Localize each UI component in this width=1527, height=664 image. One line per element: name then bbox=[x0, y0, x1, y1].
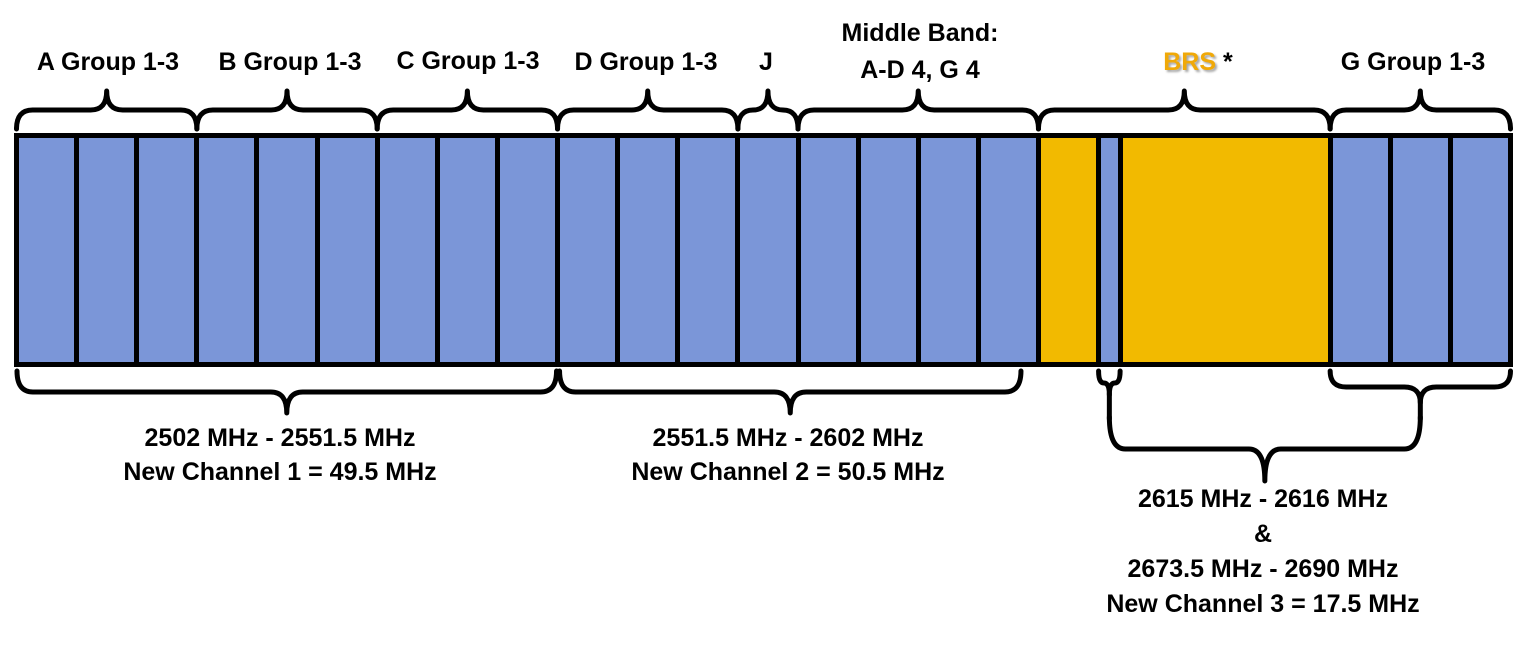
label-middle-band: Middle Band: A-D 4, G 4 bbox=[842, 15, 999, 89]
label-a-group: A Group 1-3 bbox=[36, 48, 180, 76]
brace-bottom-channel3-combined bbox=[1106, 414, 1423, 484]
brace-top-brs bbox=[1035, 88, 1333, 132]
spectrum-segment-0-blue bbox=[19, 138, 75, 362]
label-channel1-range: 2502 MHz - 2551.5 MHz bbox=[144, 424, 416, 452]
spectrum-segment-22-blue bbox=[1452, 138, 1508, 362]
spectrum-segment-20-blue bbox=[1332, 138, 1388, 362]
spectrum-segment-21-blue bbox=[1392, 138, 1448, 362]
spectrum-segment-16-blue bbox=[980, 138, 1036, 362]
label-g-group: G Group 1-3 bbox=[1340, 48, 1486, 76]
label-brs: BRS * bbox=[1163, 47, 1232, 77]
spectrum-segment-15-blue bbox=[920, 138, 976, 362]
brace-top-d-group bbox=[555, 88, 741, 132]
label-channel3-ampersand: & bbox=[1253, 520, 1273, 548]
brace-top-g-group bbox=[1327, 88, 1513, 132]
spectrum-segment-14-blue bbox=[860, 138, 916, 362]
spectrum-segment-5-blue bbox=[319, 138, 375, 362]
brace-top-b-group bbox=[194, 88, 380, 132]
spectrum-segment-7-blue bbox=[439, 138, 495, 362]
label-channel3-range-a: 2615 MHz - 2616 MHz bbox=[1137, 485, 1389, 513]
label-channel1-new: New Channel 1 = 49.5 MHz bbox=[123, 458, 437, 486]
brace-top-a-group bbox=[14, 88, 200, 132]
spectrum-segment-2-blue bbox=[139, 138, 195, 362]
spectrum-segment-9-blue bbox=[560, 138, 616, 362]
brace-top-c-group bbox=[374, 88, 561, 132]
label-channel2-new: New Channel 2 = 50.5 MHz bbox=[631, 458, 945, 486]
label-j-group: J bbox=[759, 48, 773, 76]
brace-top-middle-band bbox=[795, 88, 1041, 132]
label-brs-asterisk: * bbox=[1216, 48, 1233, 76]
spectrum-segment-6-blue bbox=[379, 138, 435, 362]
label-middle-band-line1: Middle Band: bbox=[841, 19, 999, 47]
spectrum-segment-13-blue bbox=[800, 138, 856, 362]
label-channel2: 2551.5 MHz - 2602 MHz New Channel 2 = 50… bbox=[631, 421, 944, 489]
spectrum-segment-3-blue bbox=[199, 138, 255, 362]
brace-bottom-channel1 bbox=[14, 368, 560, 416]
brace-bottom-g-group bbox=[1327, 368, 1513, 406]
spectrum-segment-11-blue bbox=[680, 138, 736, 362]
label-channel3: 2615 MHz - 2616 MHz & 2673.5 MHz - 2690 … bbox=[1106, 482, 1419, 622]
spectrum-segment-4-blue bbox=[259, 138, 315, 362]
label-channel2-range: 2551.5 MHz - 2602 MHz bbox=[652, 424, 924, 452]
label-b-group: B Group 1-3 bbox=[218, 48, 362, 76]
spectrum-segment-17-orange bbox=[1040, 138, 1097, 362]
label-middle-band-line2: A-D 4, G 4 bbox=[860, 56, 980, 84]
label-c-group: C Group 1-3 bbox=[396, 47, 540, 75]
spectrum-segment-18-blue bbox=[1101, 138, 1118, 362]
label-d-group: D Group 1-3 bbox=[574, 48, 718, 76]
spectrum-segment-10-blue bbox=[620, 138, 676, 362]
spectrum-segment-19-orange bbox=[1122, 138, 1328, 362]
label-brs-text: BRS bbox=[1163, 48, 1217, 76]
label-channel3-range-b: 2673.5 MHz - 2690 MHz bbox=[1127, 555, 1399, 583]
brace-top-j bbox=[735, 88, 801, 132]
brace-bottom-channel2 bbox=[557, 368, 1024, 416]
spectrum-segment-12-blue bbox=[740, 138, 796, 362]
spectrum-segment-1-blue bbox=[79, 138, 135, 362]
label-channel1: 2502 MHz - 2551.5 MHz New Channel 1 = 49… bbox=[123, 421, 436, 489]
spectrum-segment-8-blue bbox=[499, 138, 556, 362]
label-channel3-new: New Channel 3 = 17.5 MHz bbox=[1106, 590, 1420, 618]
